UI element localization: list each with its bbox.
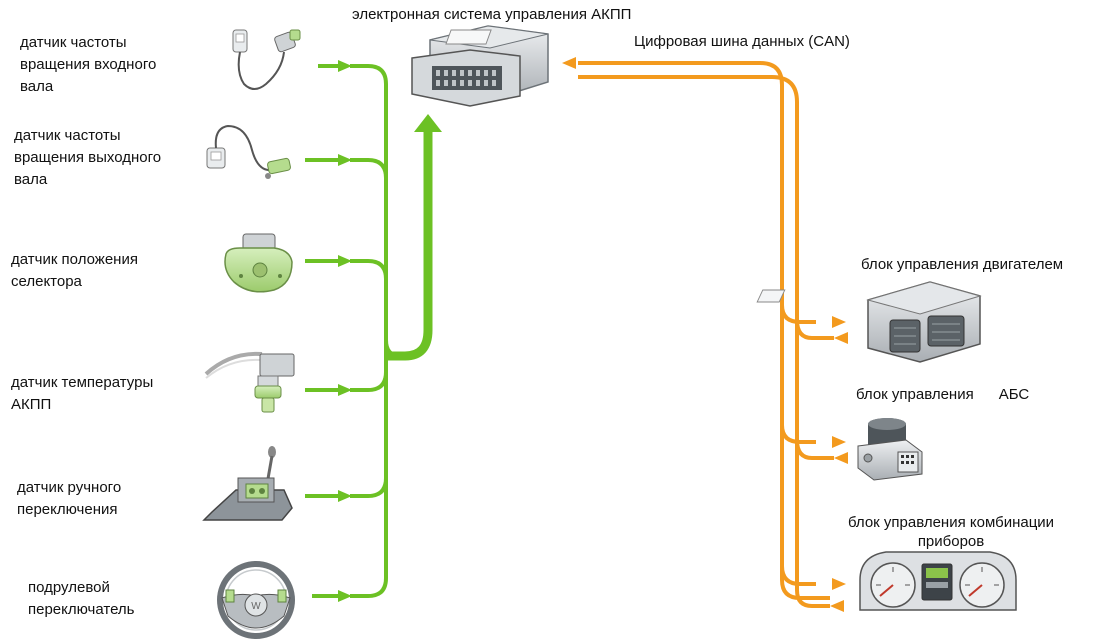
input-signal-lines — [305, 64, 433, 598]
can-arrowheads — [562, 57, 848, 612]
branch-temperature — [350, 356, 388, 392]
tcu-title: электронная система управления АКПП — [352, 6, 632, 23]
input-speed-sensor-icon — [232, 29, 301, 90]
can-bus-label: Цифровая шина данных (CAN) — [634, 33, 850, 50]
instrument-cluster-icon — [859, 551, 1017, 611]
sensor-label-paddle: подрулевой переключатель — [28, 579, 135, 618]
branch-selector — [350, 259, 388, 356]
module-label-ecu: блок управления двигателем — [861, 256, 1064, 273]
can-bus-lines — [578, 61, 834, 608]
sensor-label-output-speed: датчик частоты вращения выходного вала — [14, 127, 162, 188]
trunk-arrowhead — [414, 114, 442, 132]
engine-control-unit-icon — [756, 281, 982, 363]
transmission-control-unit-icon — [411, 25, 549, 107]
sensor-label-manual-shift: датчик ручного переключения — [17, 479, 122, 518]
sensor-label-input-speed: датчик частоты вращения входного вала — [20, 34, 157, 95]
branch-output-speed — [350, 158, 388, 356]
trunk-to-tcu — [386, 128, 433, 361]
svg-text:W: W — [251, 601, 261, 612]
module-label-cluster: блок управления комбинации приборов — [848, 514, 1055, 550]
sensor-label-selector: датчик положения селектора — [11, 251, 138, 290]
module-label-abs: блок управления АБС — [856, 386, 1030, 403]
steering-wheel-paddle-icon: W — [217, 561, 295, 639]
sensor-label-temperature: датчик температуры АКПП — [11, 374, 154, 413]
transmission-temperature-sensor-icon — [204, 351, 295, 413]
branch-input-speed — [350, 64, 401, 358]
output-speed-sensor-icon — [206, 124, 291, 179]
input-arrowheads — [338, 60, 442, 602]
selector-position-sensor-icon — [224, 233, 293, 293]
branch-manual-shift — [350, 356, 388, 498]
branch-paddle — [350, 356, 388, 598]
abs-unit-icon — [857, 418, 923, 481]
manual-shift-sensor-icon — [202, 446, 293, 521]
